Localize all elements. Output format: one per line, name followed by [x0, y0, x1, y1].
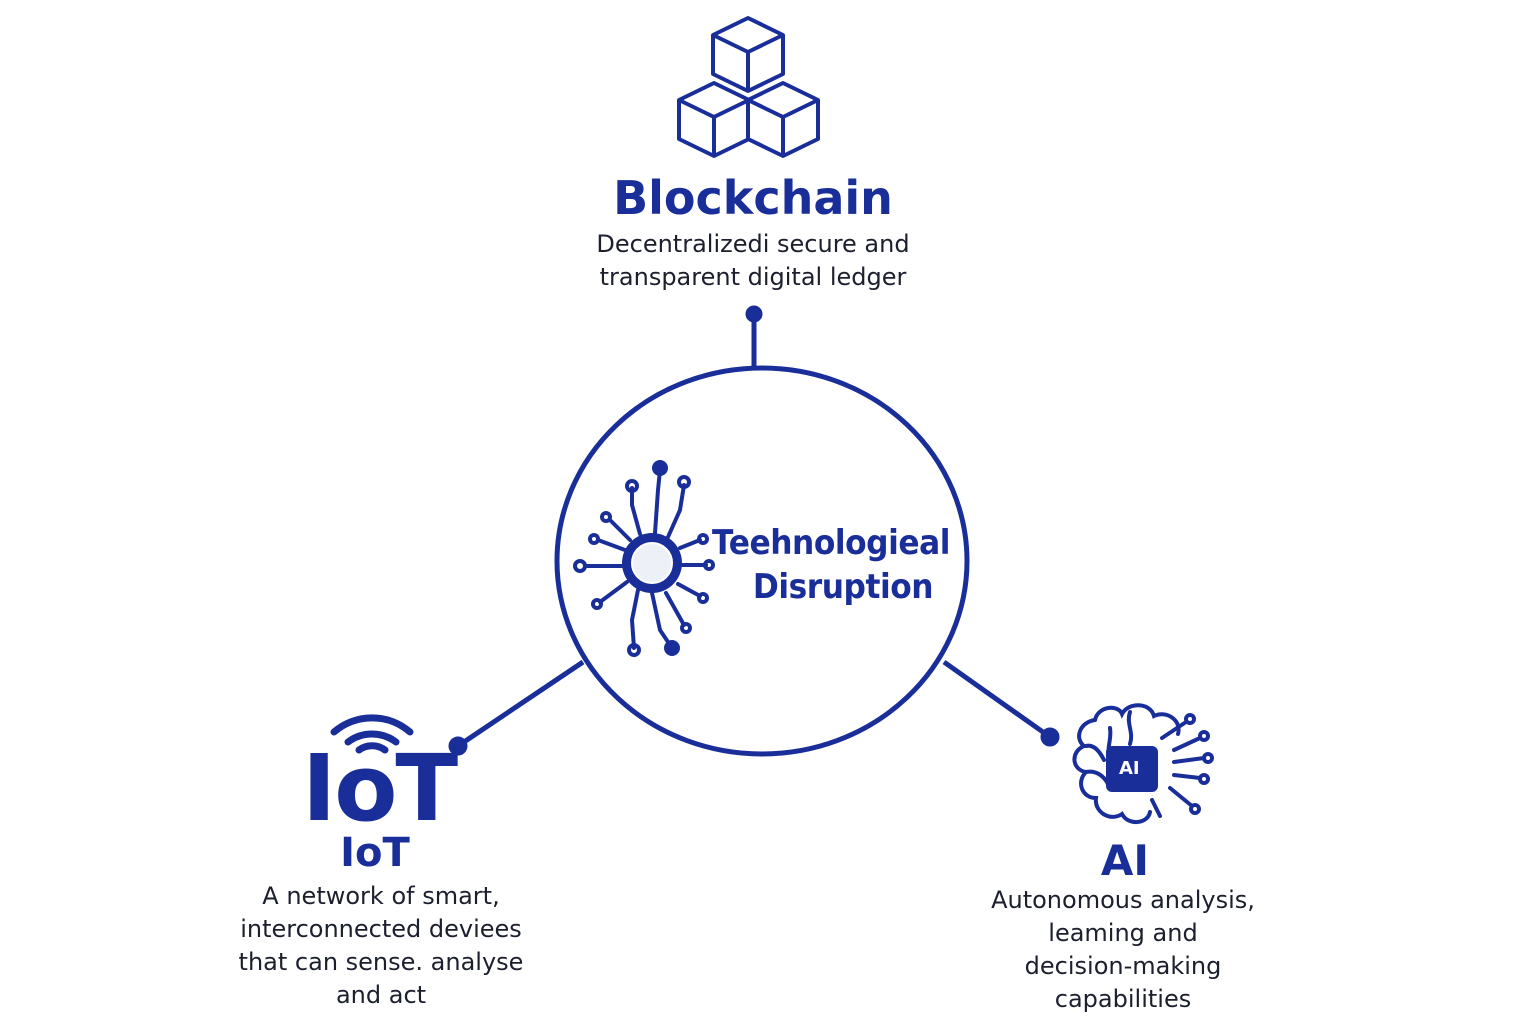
iot-logo: IoT [302, 735, 458, 842]
blockchain-desc-line-1: Decentralizedi secure and [596, 230, 910, 258]
wifi-icon [330, 714, 414, 754]
iot-description: A network of smart, interconnected devie… [216, 880, 546, 1012]
center-title: Teehnologieal Disruption [712, 521, 950, 609]
ai-desc-line-3: decision-making [1024, 952, 1222, 980]
iot-desc-line-1: A network of smart, [262, 882, 500, 910]
center-title-line-2: Disruption [752, 567, 934, 607]
blockchain-desc-line-2: transparent digital ledger [599, 263, 907, 291]
connector-iot [448, 659, 585, 756]
iot-desc-line-4: and act [335, 981, 427, 1009]
ai-chip-label: AI [1119, 758, 1140, 779]
blockchain-description: Decentralizedi secure and transparent di… [560, 228, 946, 294]
iot-desc-line-3: that can sense. analyse [238, 948, 524, 976]
connector-ai [942, 659, 1060, 747]
ai-title: AI [1100, 836, 1150, 885]
blockchain-title: Blockchain [613, 171, 893, 225]
connector-blockchain [745, 305, 763, 368]
brain-chip-icon [1072, 703, 1214, 824]
ai-description: Autonomous analysis, leaming and decisio… [970, 884, 1276, 1016]
cubes-icon [677, 16, 820, 158]
ai-desc-line-1: Autonomous analysis, [991, 886, 1255, 914]
ai-desc-line-2: leaming and [1048, 919, 1198, 947]
iot-title: IoT [340, 830, 410, 876]
iot-desc-line-2: interconnected deviees [240, 915, 522, 943]
disruption-burst-icon [573, 460, 715, 657]
center-title-line-1: Teehnologieal [712, 523, 951, 563]
ai-desc-line-4: capabilities [1054, 985, 1192, 1013]
